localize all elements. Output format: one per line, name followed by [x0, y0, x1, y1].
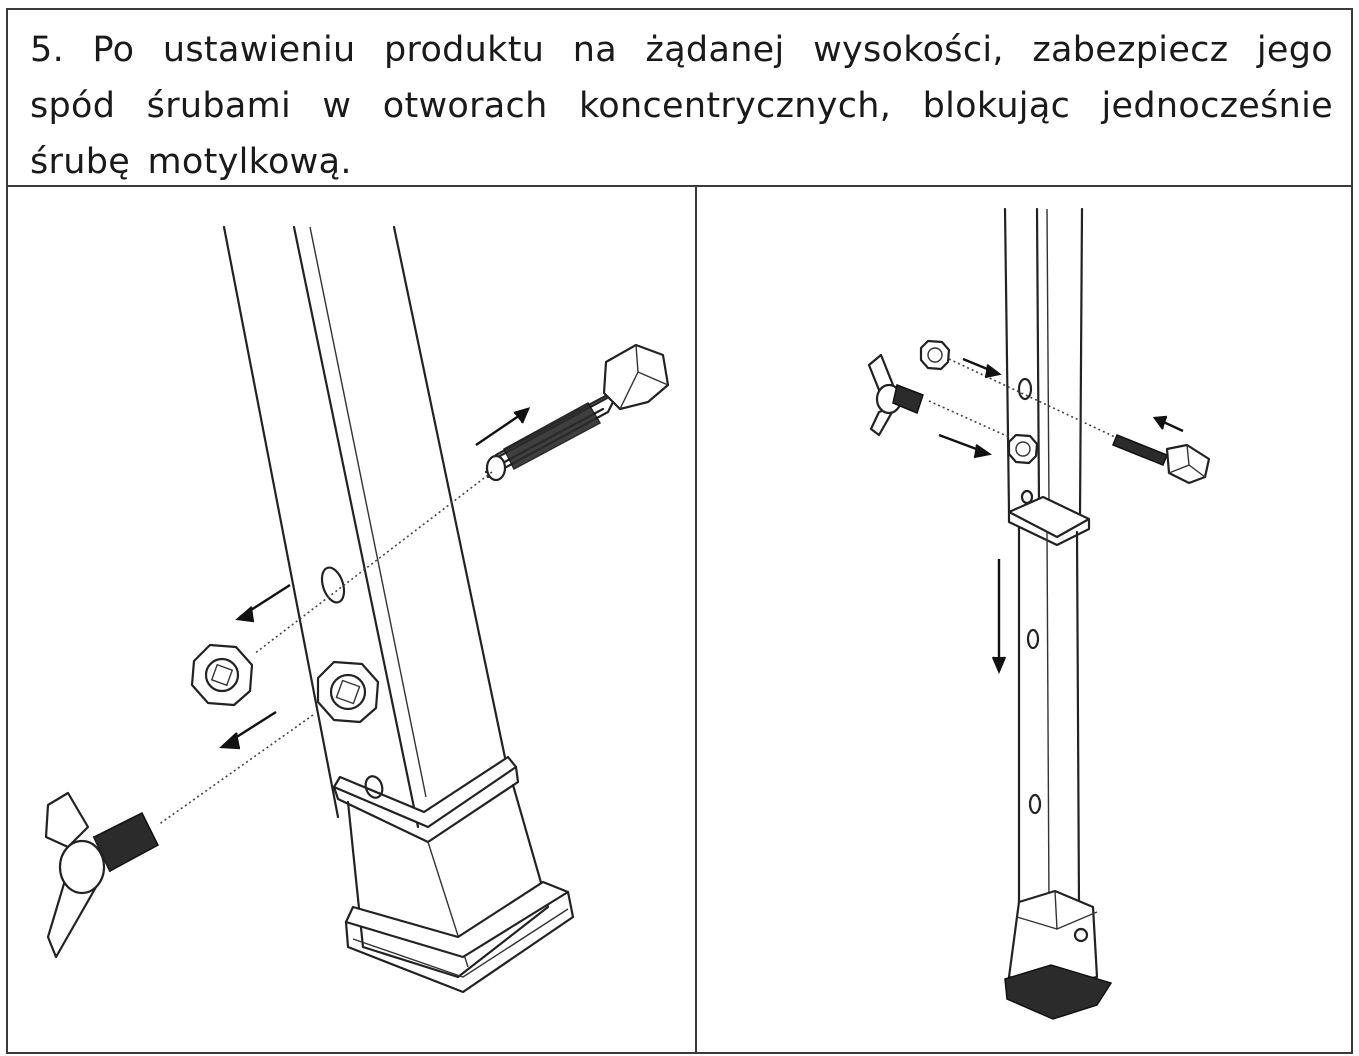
leg-extension-assembly-icon	[867, 207, 1211, 1020]
instruction-sheet: 5. Po ustawieniu produktu na żądanej wys…	[6, 8, 1353, 1054]
leg-detail-bolt-nuts-wingscrew-icon	[44, 225, 670, 994]
figure-left-panel	[8, 187, 697, 1052]
instruction-step-text: 5. Po ustawieniu produktu na żądanej wys…	[8, 10, 1351, 187]
figure-right-panel	[697, 187, 1351, 1052]
